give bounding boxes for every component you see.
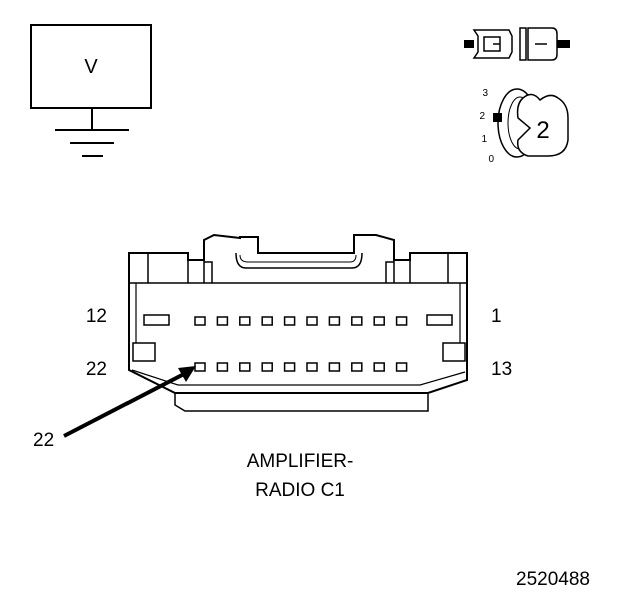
end-key-top-left [143,314,170,326]
right-latch [385,253,411,283]
end-key-bottom-right [442,342,466,362]
pin-cavity [351,362,363,372]
pin-cavity [283,362,296,372]
callout-pin-label: 22 [33,430,54,451]
pin-cavity [194,316,206,326]
connector-face [128,233,468,412]
pin-cavity [216,362,229,372]
connector-body [128,233,468,394]
pin-cavity [395,316,408,326]
pin-label-top-right: 1 [491,306,502,327]
pin-cavity [239,362,251,372]
key-position-1: 1 [481,134,487,145]
pin-cavity [239,316,251,326]
pin-cavity [194,362,206,372]
cavity-row-top [194,316,408,326]
pin-cavity [306,316,318,326]
key-head [516,93,569,157]
pin-cavity [283,316,296,326]
end-key-top-right [426,314,453,326]
key-position-marker [493,113,502,122]
connector-bottom-shroud [174,393,429,412]
end-key-bottom-left [132,342,156,362]
voltmeter-box [30,24,152,109]
pin-label-bottom-left: 22 [86,359,107,380]
pin-cavity [261,362,273,372]
pin-cavity [328,316,341,326]
pin-cavity [373,362,385,372]
voltmeter-label: V [84,56,98,78]
callout-arrow [63,366,196,438]
voltmeter-symbol: V [30,24,152,157]
pin-cavity [373,316,385,326]
pin-cavity [261,316,273,326]
figure-id: 2520488 [516,569,590,590]
key-selected-position: 2 [536,117,549,144]
ignition-key-icon: 3 2 1 0 2 [479,88,569,165]
pin-label-bottom-right: 13 [491,359,512,380]
cavity-row-bottom [194,362,408,372]
key-position-0: 0 [488,154,494,165]
connector-name-line2: RADIO C1 [255,480,345,501]
pin-cavity [395,362,408,372]
left-latch [187,253,213,283]
key-position-2: 2 [479,111,485,122]
key-position-3: 3 [482,88,488,99]
pin-label-top-left: 12 [86,306,107,327]
connector-name-line1: AMPLIFIER- [247,451,354,472]
pin-cavity [306,362,318,372]
pin-cavity [216,316,229,326]
pin-cavity [328,362,341,372]
unplugged-connector-icon [464,27,570,61]
center-lock [235,252,363,269]
pin-cavity [351,316,363,326]
